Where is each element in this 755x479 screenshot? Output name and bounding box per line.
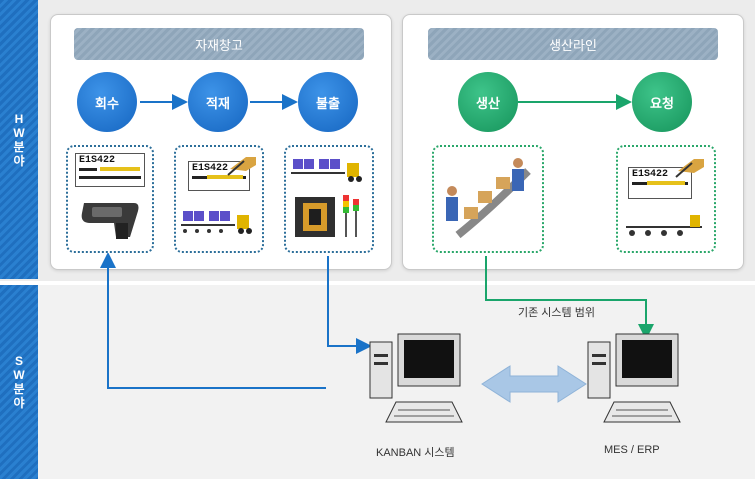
mes-erp-label: MES / ERP	[604, 444, 660, 456]
arrow-left-link	[100, 252, 326, 389]
step-recover: 회수	[77, 72, 137, 132]
tag-code: E1S422	[192, 163, 229, 174]
handheld-scanner-icon	[81, 203, 139, 239]
production-title: 생산라인	[428, 28, 718, 60]
frame-produce	[432, 145, 544, 253]
warehouse-title: 자재창고	[74, 28, 364, 60]
arrow-mes-link	[485, 256, 654, 340]
kanban-computer-icon	[369, 333, 463, 423]
hand-pen-icon	[227, 157, 256, 176]
frame-recover: E1S422	[66, 145, 154, 253]
frame-load: E1S422	[174, 145, 264, 253]
kanban-system-label: KANBAN 시스템	[376, 447, 455, 459]
existing-scope-label: 기존 시스템 범위	[518, 307, 595, 319]
press-machine-icon	[295, 195, 359, 237]
step-issue: 불출	[298, 72, 358, 132]
tag-code: E1S422	[632, 169, 669, 180]
frame-request: E1S422	[616, 145, 716, 253]
step-load: 적재	[188, 72, 248, 132]
shelf-truck-icon	[291, 159, 362, 182]
kanban-tag: E1S422	[75, 153, 145, 187]
arrow-issue-link	[327, 256, 372, 354]
tag-code: E1S422	[79, 155, 116, 166]
assembly-line-icon	[446, 158, 531, 239]
mes-computer-icon	[587, 333, 681, 423]
hand-pen-icon	[675, 159, 704, 178]
conveyor-icon	[626, 215, 702, 236]
hw-side-label: HW분야	[0, 0, 38, 279]
step-produce: 생산	[458, 72, 518, 132]
shelf-truck-icon	[181, 211, 252, 234]
step-request: 요청	[632, 72, 692, 132]
sw-side-label: SW분야	[0, 285, 38, 479]
frame-issue	[284, 145, 374, 253]
double-arrow	[481, 365, 587, 403]
